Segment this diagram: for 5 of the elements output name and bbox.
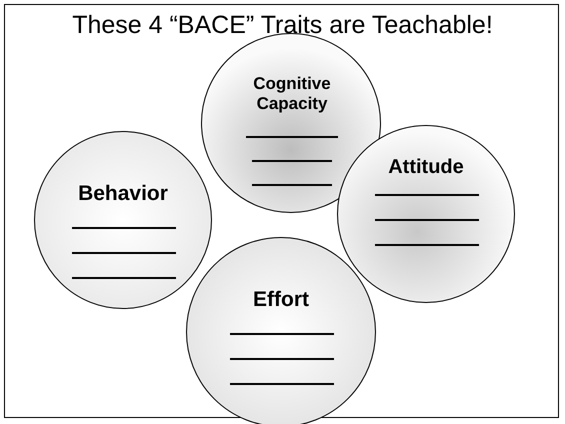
circle-label: Behavior bbox=[77, 182, 169, 206]
circle-label: Attitude bbox=[387, 156, 465, 179]
circle-label: Cognitive Capacity bbox=[252, 74, 332, 114]
circle-label: Effort bbox=[252, 288, 310, 312]
title: These 4 “BACE” Traits are Teachable! bbox=[71, 11, 494, 40]
